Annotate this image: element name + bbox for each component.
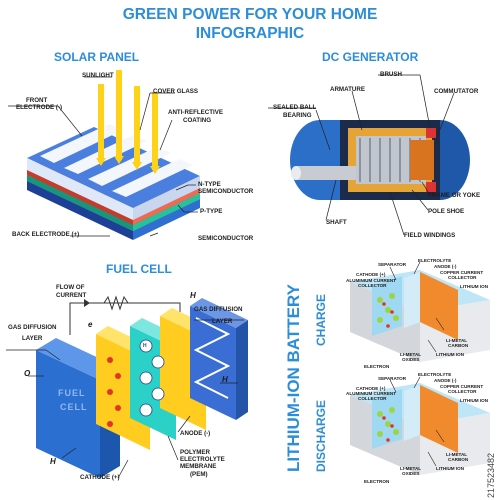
label-armature: ARMATURE (330, 86, 365, 93)
charge-label-electron: ELECTRON (364, 364, 390, 369)
discharge-label-li-metal-carbon-1: LI-METAL (446, 452, 468, 457)
label-front-electrode-1: FRONT (26, 97, 48, 104)
label-sunlight: SUNLIGHT (82, 72, 114, 79)
label-gdl-right-1: GAS DIFFUSION (194, 306, 243, 313)
fuel-cell-protons (139, 339, 165, 417)
discharge-label-copper-2: COLLECTOR (448, 389, 477, 394)
charge-label-cathode: CATHODE (+) (356, 272, 386, 277)
discharge-label-aluminium-2: COLLECTOR (358, 396, 387, 401)
label-h2o: H (50, 457, 56, 466)
label-proton: H (143, 343, 147, 349)
charge-label-li-metal-carbon-2: CARBON (448, 343, 469, 348)
label-back-electrode: BACK ELECTRODE (+) (12, 231, 80, 238)
sunlight-rays (98, 70, 158, 170)
label-fuel-cell-2: CELL (60, 402, 88, 412)
charge-label-anode: ANODE (-) (434, 264, 457, 269)
charge-label-li-metal-2: OXIDES (402, 357, 420, 362)
discharge-label-li-metal-carbon-2: CARBON (448, 457, 469, 462)
discharge-label-copper-1: COPPER CURRENT (440, 384, 484, 389)
label-front-electrode-2: ELECTRODE (-) (16, 104, 63, 111)
fuel-cell-end-plate-back (190, 306, 236, 420)
charge-label-li-metal-1: LI-METAL (400, 352, 422, 357)
discharge-label-lithium-ion: LITHIUM ION (460, 398, 489, 403)
label-h2-top: H (190, 291, 196, 300)
label-n-type-2: SEMICONDUCTOR (198, 188, 254, 195)
charge-label-aluminium-2: COLLECTOR (358, 283, 387, 288)
discharge-label-separator: SEPARATOR (378, 376, 407, 381)
label-field-windings: FIELD WINDINGS (404, 232, 456, 239)
discharge-heading: DISCHARGE (314, 399, 328, 472)
label-commutator: COMMUTATOR (434, 88, 479, 95)
title-line-2: INFOGRAPHIC (195, 25, 305, 42)
fuel-cell-end-plate-front (36, 350, 100, 478)
charge-label-separator: SEPARATOR (378, 262, 407, 267)
lithium-battery-diagram (350, 261, 490, 475)
discharge-label-anode: ANODE (-) (434, 378, 457, 383)
label-p-type-2: SEMICONDUCTOR (198, 235, 254, 242)
fuel-cell-load-resistor (103, 295, 129, 311)
label-electron: e (88, 320, 93, 329)
label-sealed-ball-2: BEARING (283, 112, 312, 119)
solar-slab-front-face (27, 181, 133, 240)
label-pem-1: POLYMER (180, 449, 211, 456)
dc-generator-heading: DC GENERATOR (322, 50, 419, 64)
stock-id: 217523482 (486, 452, 496, 498)
label-brush: BRUSH (380, 71, 403, 78)
solar-slab-side-face (133, 199, 200, 240)
label-flow-2: CURRENT (56, 292, 87, 299)
charge-label-aluminium-1: ALUMINIUM CURRENT (346, 278, 397, 283)
discharge-label-electron: ELECTRON (364, 479, 390, 484)
label-pem-4: (PEM) (190, 471, 208, 478)
charge-label-copper-2: COLLECTOR (448, 275, 477, 280)
lithium-battery-heading: LITHIUM-ION BATTERY (284, 284, 303, 472)
label-anode: ANODE (-) (180, 430, 211, 437)
label-p-type-1: P-TYPE (200, 208, 223, 215)
generator-shaft (296, 166, 356, 180)
charge-cathode-block (420, 272, 458, 340)
label-flow-1: FLOW OF (56, 284, 85, 291)
label-pem-3: MEMBRANE (180, 463, 217, 470)
discharge-label-lithium-ion-2: LITHIUM ION (436, 466, 465, 471)
solar-panel-diagram (8, 70, 200, 240)
label-gdl-left-1: GAS DIFFUSION (8, 324, 57, 331)
discharge-label-li-metal-1: LI-METAL (400, 466, 422, 471)
generator-brush (426, 128, 436, 138)
dc-generator-diagram (268, 74, 470, 236)
label-pole-shoe: POLE SHOE (428, 208, 465, 215)
label-pem-2: ELECTROLYTE (180, 456, 225, 463)
generator-commutator (410, 140, 434, 180)
discharge-cathode-block (420, 385, 458, 453)
label-frame: FRAME OR YOKE (428, 192, 481, 199)
label-shaft: SHAFT (326, 219, 347, 226)
charge-label-li-metal-carbon-1: LI-METAL (446, 338, 468, 343)
title-line-1: GREEN POWER FOR YOUR HOME (122, 6, 378, 23)
label-sealed-ball-1: SEALED BALL (273, 104, 317, 111)
charge-label-lithium-ion-2: LITHIUM ION (436, 352, 465, 357)
label-anti-reflective-1: ANTI-REFLECTIVE (168, 109, 223, 116)
fuel-cell-heading: FUEL CELL (106, 262, 172, 276)
charge-label-copper-1: COPPER CURRENT (440, 270, 484, 275)
charge-label-lithium-ion: LITHIUM ION (460, 284, 489, 289)
label-o2: O (24, 369, 31, 378)
label-h2-side: H (222, 375, 228, 384)
discharge-label-cathode: CATHODE (+) (356, 386, 386, 391)
label-n-type-1: N-TYPE (198, 181, 221, 188)
label-gdl-left-2: LAYER (22, 335, 43, 342)
fuel-cell-diagram (6, 295, 248, 479)
label-gdl-right-2: LAYER (212, 318, 233, 325)
label-cathode: CATHODE (+) (80, 474, 120, 481)
label-fuel-cell-1: FUEL (58, 388, 86, 398)
charge-heading: CHARGE (314, 293, 328, 346)
charge-label-electrolyte: ELECTROLYTE (418, 258, 452, 263)
label-anti-reflective-2: COATING (183, 117, 212, 124)
discharge-label-aluminium-1: ALUMINIUM CURRENT (346, 391, 397, 396)
solar-panel-heading: SOLAR PANEL (54, 50, 140, 64)
label-cover-glass: COVER GLASS (153, 88, 199, 95)
discharge-label-electrolyte: ELECTROLYTE (418, 372, 452, 377)
discharge-label-li-metal-2: OXIDES (402, 471, 420, 476)
